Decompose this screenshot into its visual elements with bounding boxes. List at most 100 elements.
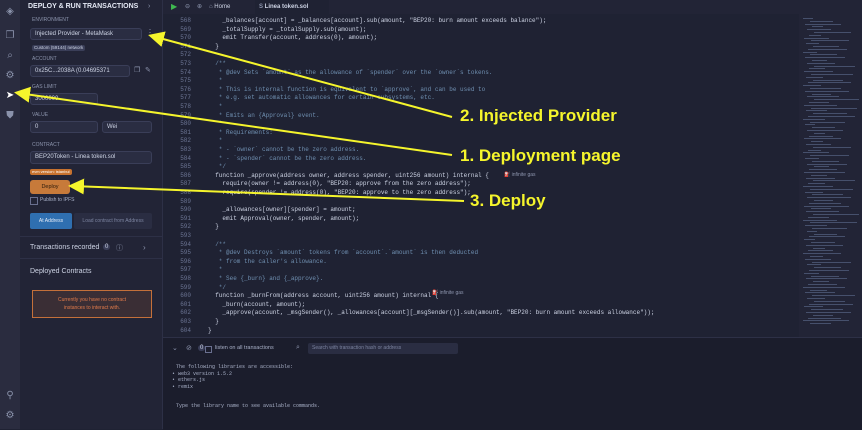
listen-checkbox[interactable] xyxy=(205,346,212,353)
compiler-icon[interactable]: ⚙ xyxy=(5,70,15,81)
line-number: 590 xyxy=(180,206,191,214)
settings-gear-icon[interactable]: ⚙ xyxy=(5,410,15,421)
chevron-right-icon[interactable]: › xyxy=(148,3,151,10)
minimap-line xyxy=(812,127,835,129)
minimap-line xyxy=(808,48,847,50)
deploy-run-icon[interactable]: ➤ xyxy=(5,90,15,101)
minimap-line xyxy=(814,267,841,269)
code-line: _burn(account, amount); xyxy=(208,300,306,308)
minimap-line xyxy=(814,166,829,168)
code-line: * @dev Sets `amount` as the allowance of… xyxy=(208,68,493,76)
load-contract-input[interactable]: Load contract from Address xyxy=(74,213,152,229)
evm-version-badge: evm version: istanbul xyxy=(30,169,72,175)
chevron-down-icon[interactable]: ⌄ xyxy=(172,345,178,352)
minimap-line xyxy=(805,258,831,260)
terminal-line: The following libraries are accessible: xyxy=(176,364,294,370)
search-icon: ⌕ xyxy=(296,344,300,351)
minimap-line xyxy=(809,202,841,204)
minimap-line xyxy=(805,292,835,294)
minimap-line xyxy=(813,214,859,215)
minimap-line xyxy=(805,90,849,92)
file-explorer-icon[interactable]: ❐ xyxy=(5,30,15,41)
deploy-button[interactable]: Deploy xyxy=(30,180,70,194)
minimap-line xyxy=(808,216,829,218)
line-number: 579 xyxy=(180,111,191,119)
tab-linea-token[interactable]: S Linea token.sol xyxy=(255,0,329,14)
plugin-manager-icon[interactable]: ⚲ xyxy=(6,390,14,401)
annotation-deploy: 3. Deploy xyxy=(470,191,546,210)
edit-icon[interactable]: ✎ xyxy=(145,67,151,74)
tab-home-label: Home xyxy=(214,4,231,10)
minimap-line xyxy=(810,20,833,22)
minimap-line xyxy=(807,130,843,131)
minimap-line xyxy=(813,79,843,81)
zoom-in-icon[interactable]: ⊕ xyxy=(197,4,203,10)
line-number: 596 xyxy=(180,257,191,265)
minimap-line xyxy=(811,74,853,75)
minimap-line xyxy=(804,104,837,106)
gas-hint-text: infinite gas xyxy=(439,290,464,296)
minimap-line xyxy=(804,172,845,173)
tab-home[interactable]: ⌂ Home xyxy=(209,0,251,14)
minimap-line xyxy=(812,93,831,95)
minimap-line xyxy=(803,152,829,154)
publish-ipfs-checkbox[interactable] xyxy=(30,197,38,205)
clear-console-icon[interactable]: ⊘ xyxy=(186,345,192,352)
plugin-icon[interactable]: ⛊ xyxy=(6,110,14,121)
minimap-line xyxy=(814,32,851,33)
code-line: * Requirements: xyxy=(208,128,273,136)
line-number: 587 xyxy=(180,180,191,188)
minimap-line xyxy=(814,300,845,302)
remix-logo-icon[interactable]: ◈ xyxy=(6,6,14,17)
value-unit-select[interactable]: Wei xyxy=(102,121,152,133)
code-line: _balances[account] = _balances[account].… xyxy=(208,17,547,24)
contract-select[interactable]: BEP20Token - Linea token.sol xyxy=(30,151,152,164)
arrow-deployment-page xyxy=(14,86,453,156)
minimap-line xyxy=(810,289,827,291)
minimap-line xyxy=(813,46,839,47)
gas-hint: ⛽ infinite gas xyxy=(504,172,536,178)
run-icon[interactable]: ▶ xyxy=(171,2,178,11)
line-number: 603 xyxy=(180,318,191,325)
divider xyxy=(20,236,162,237)
transactions-recorded-label[interactable]: Transactions recorded xyxy=(30,244,100,251)
terminal-search-input[interactable]: Search with transaction hash or address xyxy=(308,343,458,354)
line-number: 568 xyxy=(180,17,191,24)
minimap-line xyxy=(811,174,827,176)
minimap-line xyxy=(812,261,851,263)
code-line: * xyxy=(208,103,223,110)
environment-select[interactable]: Injected Provider - MetaMask xyxy=(30,28,142,40)
code-line: emit Approval(owner, spender, amount); xyxy=(208,214,360,222)
code-line: * xyxy=(208,120,223,128)
code-line: function _approve(address owner, address… xyxy=(208,171,489,179)
tab-file-label: Linea token.sol xyxy=(264,4,309,10)
minimap-line xyxy=(808,82,851,84)
at-address-button[interactable]: At Address xyxy=(30,213,72,229)
terminal-line: • ethers.js xyxy=(172,377,206,383)
minimap-line xyxy=(805,225,827,227)
search-icon[interactable]: ⌕ xyxy=(7,50,13,61)
code-line: * @dev Destroys `amount` tokens from `ac… xyxy=(208,249,479,257)
account-select[interactable]: 0x25C...2038A (0.04695371 xyxy=(30,65,130,77)
line-number: 600 xyxy=(180,292,191,300)
copy-icon[interactable]: ❐ xyxy=(134,67,141,74)
no-contracts-message: Currently you have no contract instances… xyxy=(32,290,152,318)
minimap-line xyxy=(804,37,829,39)
zoom-out-icon[interactable]: ⊖ xyxy=(185,4,191,10)
minimap-line xyxy=(805,158,819,159)
code-line: } xyxy=(208,223,219,231)
pending-tx-count: 0 xyxy=(198,345,206,351)
terminal-line: • web3 version 1.5.2 xyxy=(172,370,233,377)
line-number: 574 xyxy=(180,68,191,76)
code-minimap[interactable] xyxy=(799,14,862,337)
line-number: 592 xyxy=(180,223,191,231)
minimap-line xyxy=(810,121,845,123)
line-number: 571 xyxy=(180,42,191,50)
value-input[interactable]: 0 xyxy=(30,121,98,133)
chevron-right-icon[interactable]: › xyxy=(143,243,146,252)
minimap-line xyxy=(808,149,821,151)
line-number: 583 xyxy=(180,146,191,153)
line-number: 599 xyxy=(180,283,191,291)
line-number: 602 xyxy=(180,309,191,317)
